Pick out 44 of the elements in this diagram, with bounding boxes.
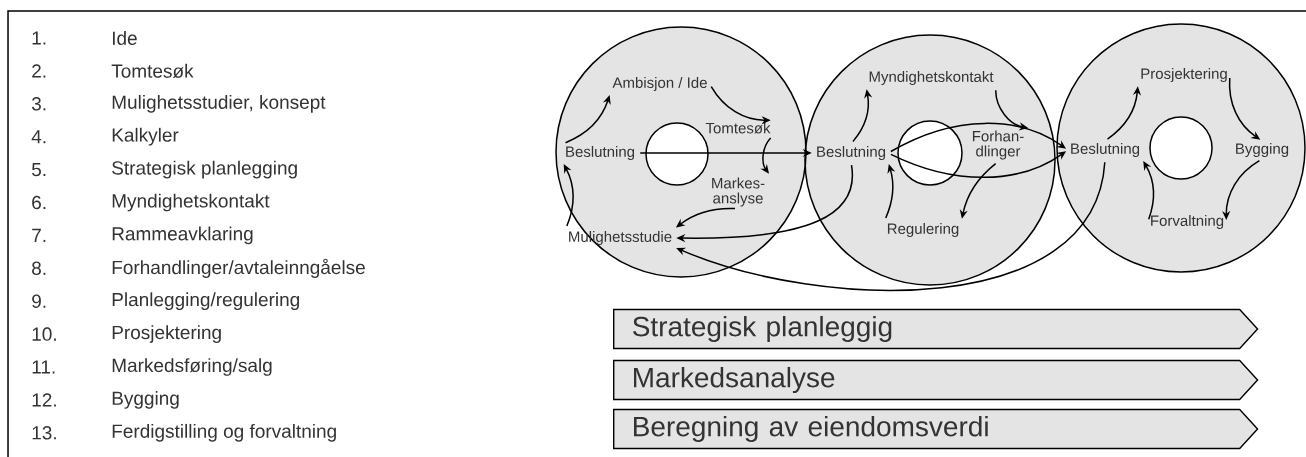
- list-item: Planlegging/regulering: [112, 292, 299, 311]
- list-number: 1.: [32, 31, 46, 45]
- list-number: 5.: [31, 162, 46, 177]
- list-number: 9.: [32, 294, 46, 308]
- list-item: Ide: [112, 31, 137, 45]
- phase-circle: [555, 26, 807, 278]
- list-item: Markedsføring/salg: [112, 358, 272, 376]
- list-number: 8.: [32, 261, 46, 275]
- list-item: Prosjektering: [112, 325, 221, 343]
- list-number: 10.: [32, 327, 56, 341]
- step-label: Myndighetskontakt: [869, 71, 994, 85]
- step-label: Ambisjon / Ide: [612, 77, 707, 91]
- step-label: Bygging: [1236, 143, 1289, 157]
- step-label: Forhan- dlinger: [972, 130, 1024, 160]
- list-number: 4.: [31, 130, 46, 144]
- phase-banner: Strategisk planleggig: [613, 308, 1259, 350]
- list-item: Strategisk planlegging: [112, 160, 297, 179]
- step-label: Tomtesøk: [705, 122, 771, 134]
- list-number: 3.: [31, 97, 46, 111]
- step-label: Forvaltning: [1151, 215, 1224, 229]
- step-label: Beslutning: [566, 146, 635, 160]
- list-number: 12.: [32, 393, 56, 407]
- step-label: Regulering: [887, 223, 959, 237]
- phase-banner: Markedsanalyse: [613, 359, 1259, 401]
- step-label: Beslutning: [817, 146, 886, 160]
- list-item: Ferdigstilling og forvaltning: [112, 423, 336, 442]
- list-number: 11.: [32, 360, 55, 374]
- list-item: Myndighetskontakt: [112, 193, 270, 212]
- list-item: Tomtesøk: [111, 63, 194, 78]
- list-item: Forhandlinger/avtaleinngåelse: [112, 258, 365, 278]
- phase-circle: [804, 34, 1056, 286]
- list-number: 7.: [32, 228, 46, 242]
- phase-banner: Beregning av eiendomsverdi: [613, 408, 1259, 450]
- list-item: Bygging: [112, 391, 179, 409]
- list-item: Kalkyler: [112, 127, 179, 146]
- step-label: Markes- anslyse: [712, 177, 765, 207]
- list-number: 6.: [32, 195, 46, 210]
- list-number: 2.: [32, 64, 46, 78]
- list-item: Rammeavklaring: [112, 226, 253, 245]
- list-number: 13.: [32, 426, 56, 440]
- list-item: Mulighetsstudier, konsept: [112, 94, 326, 113]
- step-label: Beslutning: [1071, 143, 1140, 157]
- phase-circle: [1056, 23, 1306, 273]
- step-label: Prosjektering: [1141, 68, 1227, 82]
